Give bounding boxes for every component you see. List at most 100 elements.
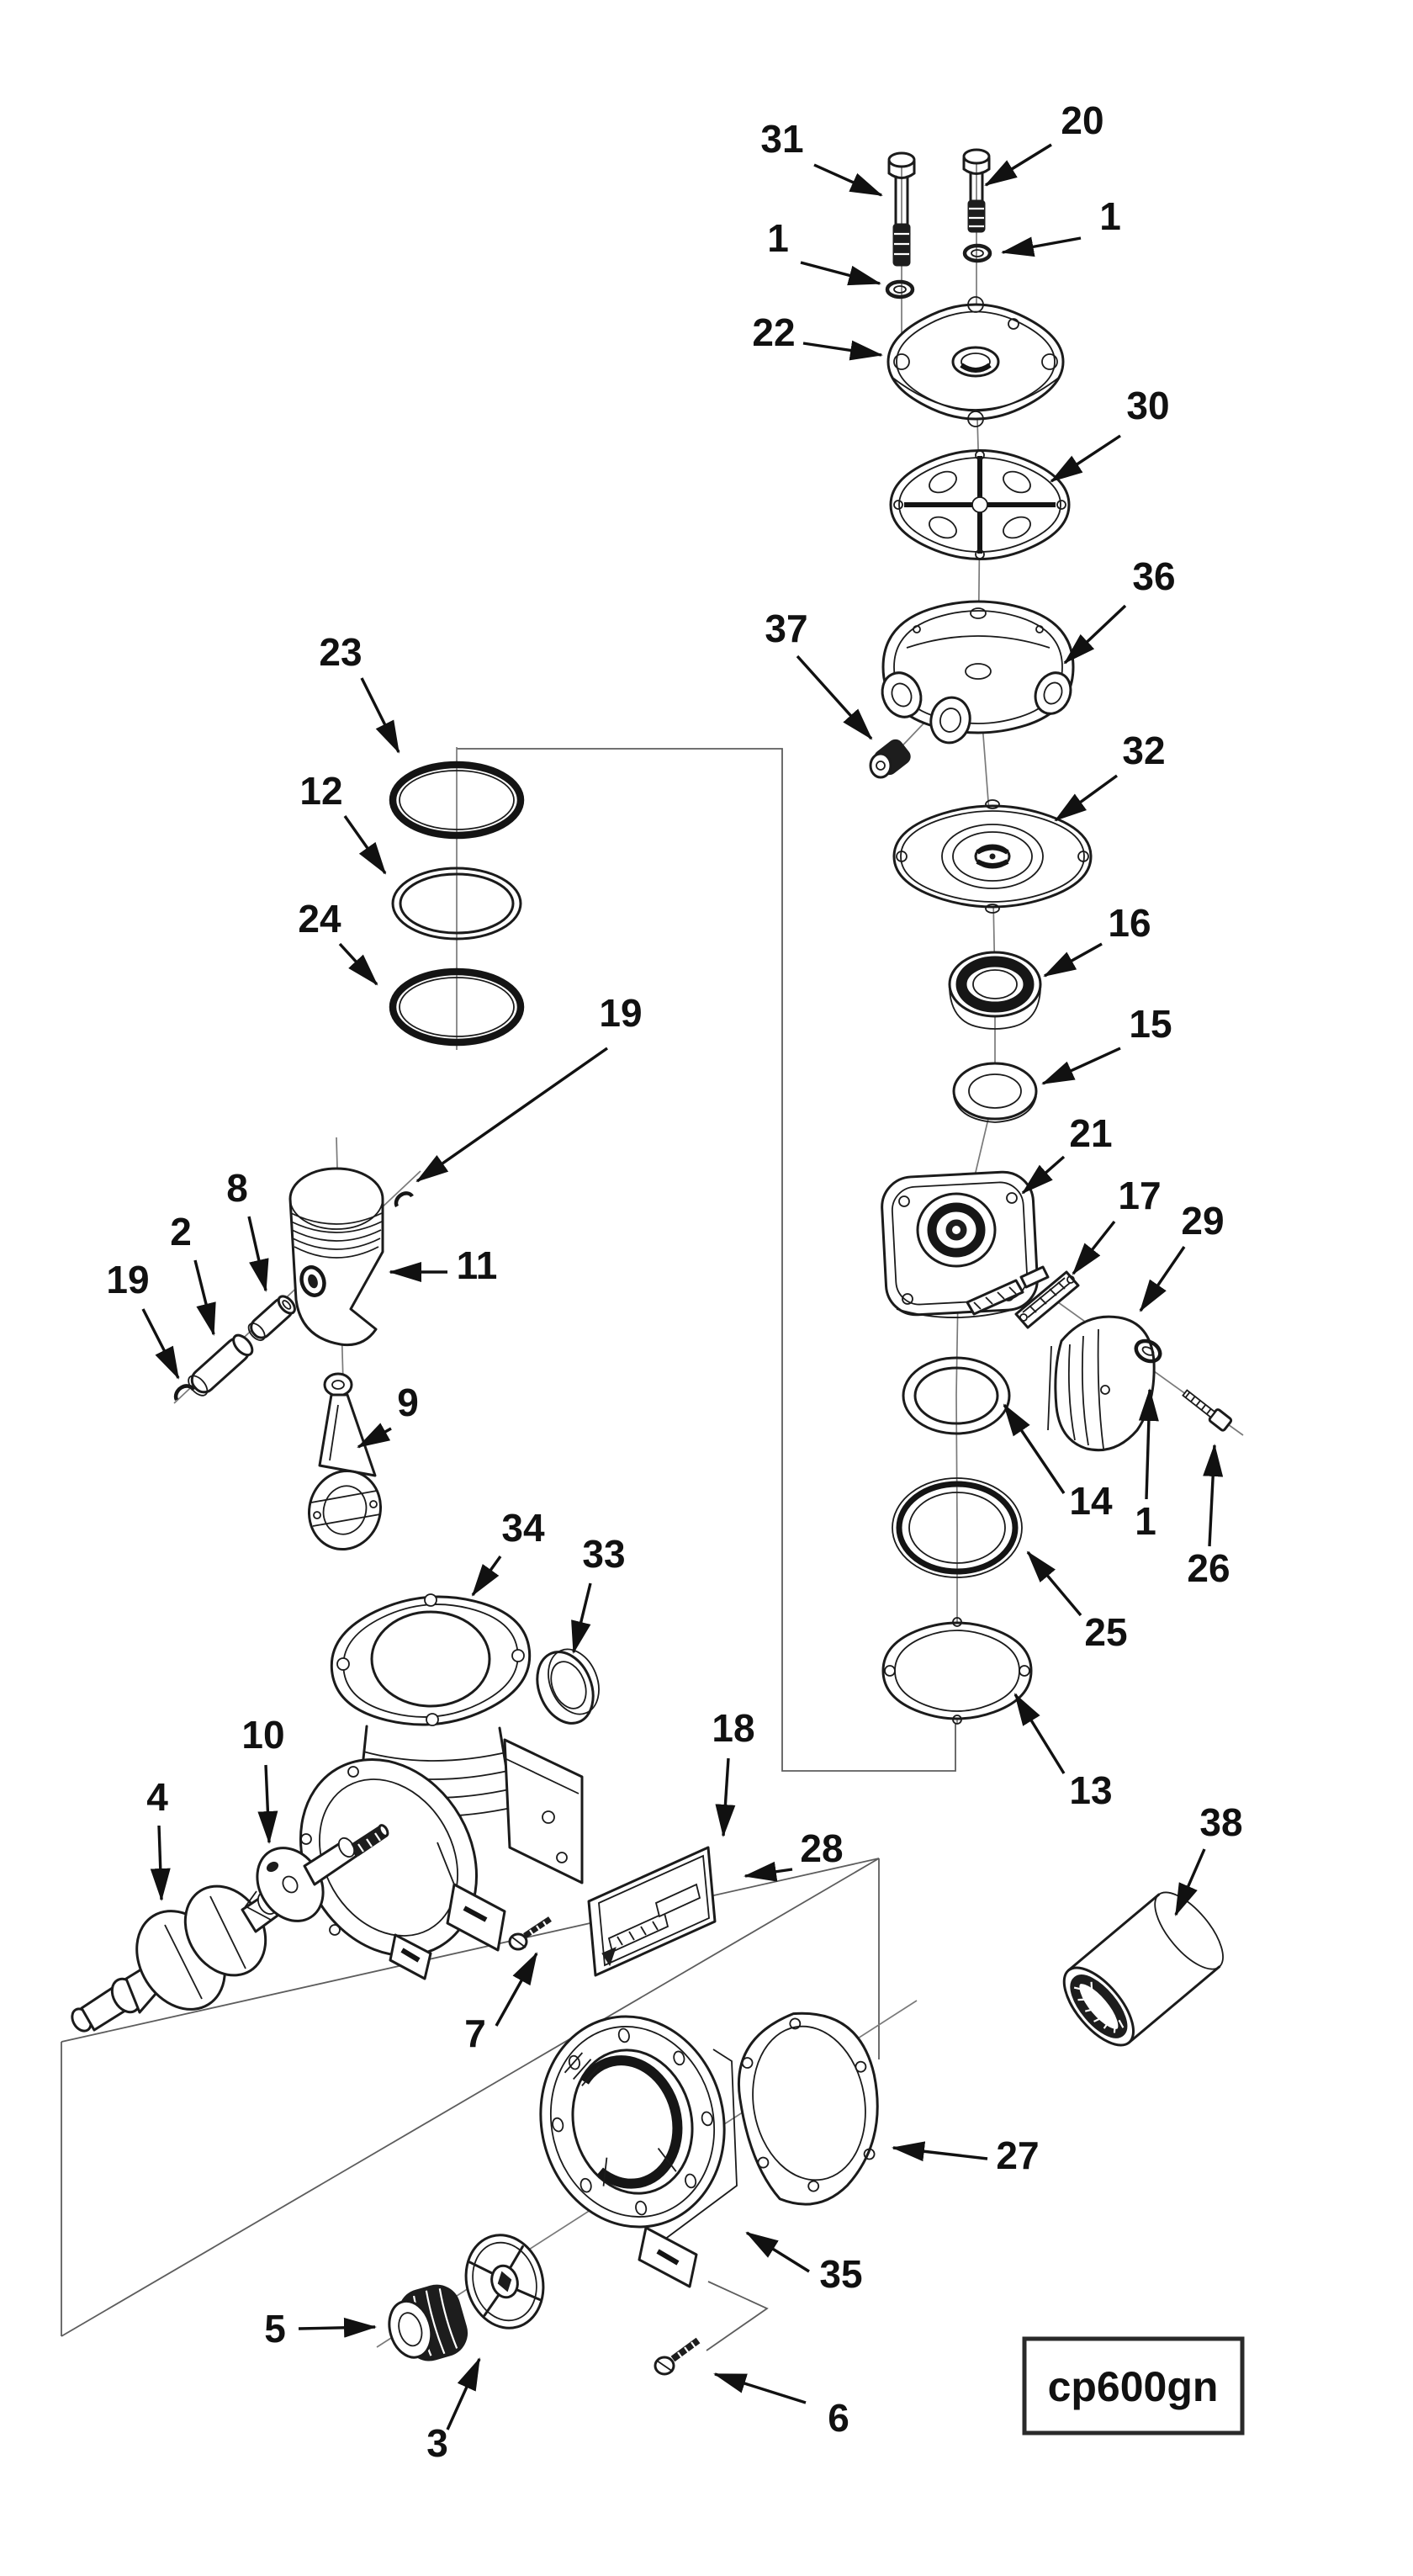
part-28-name-plate — [587, 1846, 717, 1977]
part-1-lock-washer-right — [962, 243, 992, 263]
callout-1-right: 1 — [1001, 194, 1121, 257]
callout-26: 26 — [1187, 1444, 1230, 1590]
callout-37-number: 37 — [765, 607, 807, 650]
callout-32: 32 — [1054, 729, 1166, 822]
callout-18: 18 — [712, 1706, 755, 1837]
mounting-plane-outline — [61, 1858, 880, 2337]
part-6-screw — [654, 2337, 701, 2376]
callout-1-cover: 1 — [1135, 1388, 1159, 1543]
part-14-o-ring — [902, 1356, 1011, 1435]
part-29-unloader-cover — [1047, 1315, 1156, 1452]
callout-5-number: 5 — [264, 2307, 286, 2351]
callout-31-number: 31 — [760, 117, 803, 161]
callout-34-number: 34 — [501, 1506, 545, 1550]
callout-38: 38 — [1174, 1800, 1243, 1916]
callout-22: 22 — [752, 310, 883, 361]
callout-38-number: 38 — [1199, 1800, 1242, 1844]
part-38-spline-coupling — [1062, 1891, 1224, 2047]
callout-21: 21 — [1021, 1111, 1113, 1195]
callout-9: 9 — [357, 1381, 419, 1449]
part-34-crankcase — [299, 1593, 584, 1980]
callout-30-number: 30 — [1126, 384, 1169, 427]
part-31-head-screw — [887, 151, 916, 267]
part-32-gasket — [892, 799, 1093, 914]
callout-33: 33 — [571, 1532, 626, 1654]
part-19-retaining-ring-right — [394, 1191, 414, 1208]
callout-36-number: 36 — [1132, 554, 1175, 598]
callout-36: 36 — [1063, 554, 1176, 665]
callout-35: 35 — [745, 2231, 863, 2296]
callout-24-number: 24 — [298, 897, 341, 941]
callout-22-number: 22 — [752, 310, 795, 354]
callout-17-number: 17 — [1118, 1174, 1161, 1217]
part-37-plug — [869, 739, 911, 779]
callout-13: 13 — [1013, 1693, 1113, 1812]
part-7-screw — [508, 1916, 552, 1951]
callout-4: 4 — [146, 1775, 171, 1901]
part-21-bearing-flange — [881, 1170, 1050, 1318]
callout-1-number: 1 — [767, 216, 789, 260]
callout-16-number: 16 — [1108, 901, 1151, 945]
callout-3: 3 — [426, 2357, 481, 2465]
part-27-gasket — [738, 2012, 879, 2206]
callout-1-number: 1 — [1135, 1499, 1156, 1543]
callout-20-number: 20 — [1061, 98, 1103, 142]
callout-33-number: 33 — [582, 1532, 625, 1576]
part-36-valve-body — [881, 600, 1075, 745]
part-8-pin-bushing — [247, 1295, 296, 1342]
callout-27: 27 — [892, 2133, 1040, 2177]
callout-25: 25 — [1026, 1550, 1128, 1654]
callout-24: 24 — [298, 897, 378, 986]
callout-12: 12 — [299, 769, 387, 875]
callout-37: 37 — [765, 607, 873, 740]
part-15-washer — [952, 1062, 1038, 1123]
callout-34: 34 — [471, 1506, 545, 1597]
callout-18-number: 18 — [712, 1706, 754, 1750]
part-10-woodruff-key — [266, 1861, 279, 1873]
drawing-code-text: cp600gn — [1048, 2363, 1219, 2410]
part-12-piston-ring — [391, 867, 522, 941]
callout-1-number: 1 — [1099, 194, 1121, 238]
drawing-code-box: cp600gn — [1022, 2336, 1245, 2436]
part-22-head-cover — [886, 296, 1065, 427]
part-25-seal-ring — [892, 1477, 1023, 1578]
part-1-lock-washer-left — [885, 279, 915, 299]
callout-11: 11 — [389, 1243, 497, 1287]
part-17-reed-plate — [1014, 1270, 1080, 1329]
callout-2: 2 — [170, 1210, 216, 1336]
callout-25-number: 25 — [1084, 1610, 1127, 1654]
part-16-bearing — [948, 951, 1042, 1030]
callout-6: 6 — [713, 2372, 849, 2440]
callout-20: 20 — [984, 98, 1104, 187]
callout-4-number: 4 — [146, 1775, 168, 1819]
callout-17: 17 — [1072, 1174, 1162, 1275]
part-33-seal-ring — [536, 1648, 600, 1725]
callout-14: 14 — [1003, 1403, 1113, 1523]
callout-28-number: 28 — [800, 1826, 843, 1870]
callout-28: 28 — [744, 1826, 844, 1882]
part-13-gasket — [881, 1617, 1033, 1725]
part-24-piston-ring — [389, 967, 525, 1047]
callout-1-left: 1 — [767, 216, 881, 286]
callout-3-number: 3 — [426, 2421, 448, 2465]
part-9-connecting-rod — [307, 1372, 383, 1551]
callout-23: 23 — [319, 630, 400, 754]
assembly-bracket-line — [457, 748, 956, 1772]
callout-5: 5 — [264, 2307, 377, 2351]
callout-29-number: 29 — [1181, 1199, 1224, 1243]
axis-lines — [79, 162, 1244, 2351]
callout-12-number: 12 — [299, 769, 342, 813]
callout-14-number: 14 — [1069, 1479, 1113, 1523]
callout-10: 10 — [241, 1713, 285, 1844]
callout-32-number: 32 — [1122, 729, 1165, 772]
part-35-bearing-flange — [539, 2015, 738, 2288]
callout-19-left: 19 — [106, 1258, 180, 1380]
callout-19-number: 19 — [599, 991, 642, 1035]
callout-2-number: 2 — [170, 1210, 192, 1254]
part-26-cover-bolt — [1182, 1389, 1233, 1432]
callout-29: 29 — [1139, 1199, 1225, 1312]
part-23-piston-ring — [389, 761, 525, 840]
callout-8: 8 — [226, 1166, 269, 1292]
